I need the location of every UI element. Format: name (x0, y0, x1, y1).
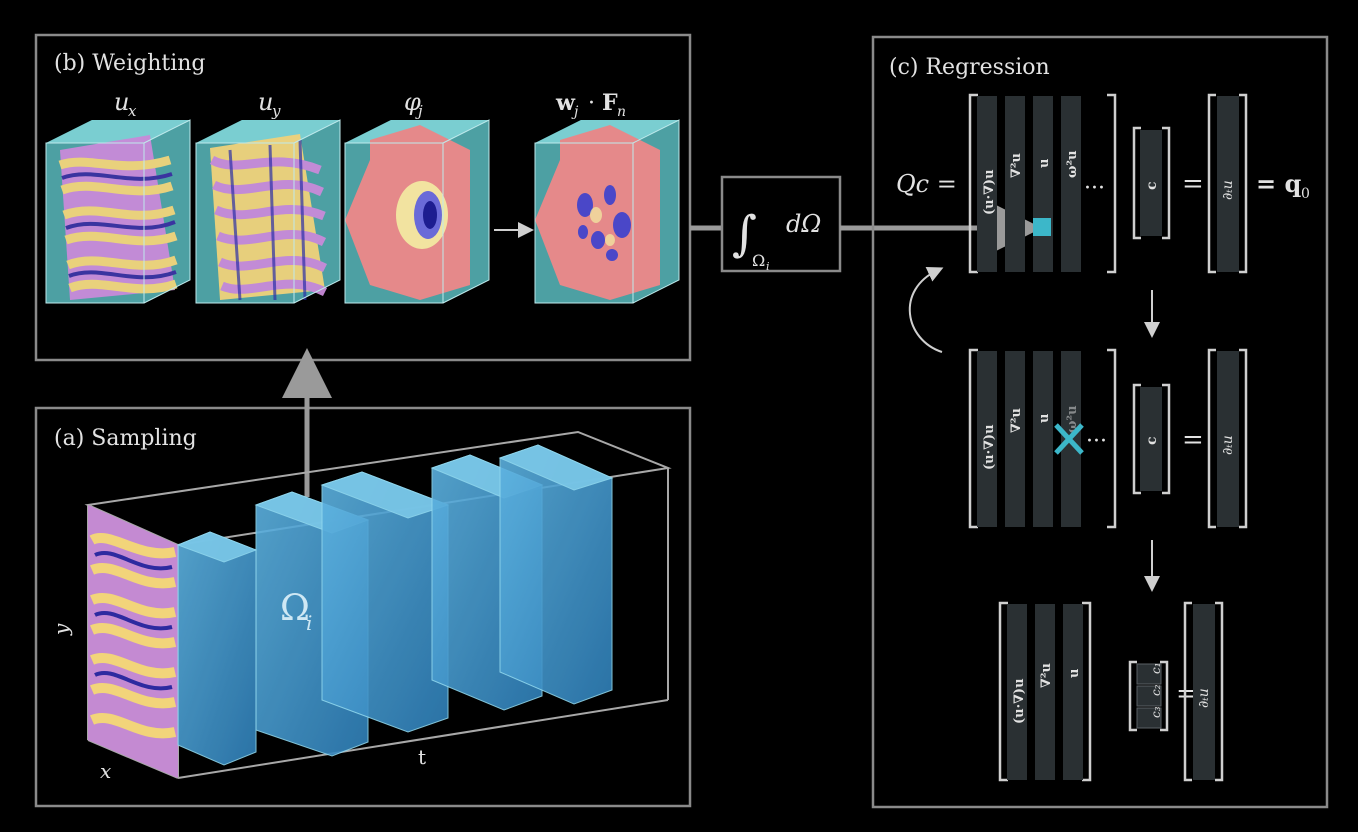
subdomain-block-5 (498, 444, 614, 705)
svg-text:Ω: Ω (280, 588, 310, 629)
regression-panel: (c) Regression Qc = (u·∇)u ∇²u u ω²u ···… (871, 35, 1329, 809)
data-slab (88, 505, 178, 778)
svg-text:∇²u: ∇²u (1039, 663, 1054, 688)
svg-text:(u·∇)u: (u·∇)u (1012, 678, 1027, 724)
label-uy: u y (258, 88, 281, 120)
label-wf: w j · F n (555, 90, 626, 120)
integral-box: ∫ Ω i dΩ (720, 175, 842, 273)
integral-domain-sub: i (766, 260, 770, 273)
svg-text:x: x (128, 102, 137, 120)
cube-phi (344, 119, 490, 304)
svg-text:F: F (602, 90, 618, 116)
coefficient-vector (1140, 130, 1162, 236)
svg-text:=: = (1182, 169, 1204, 199)
svg-text:φ: φ (404, 88, 421, 116)
cube-uy (195, 119, 341, 304)
weighting-title: (b) Weighting (54, 51, 206, 76)
svg-text:u: u (1037, 414, 1052, 423)
cube-ux (45, 119, 191, 304)
subdomain-block-3 (320, 471, 450, 733)
axis-y-label: y (49, 623, 73, 636)
svg-text:0: 0 (1301, 186, 1310, 202)
subdomain-blocks (176, 444, 614, 766)
lhs-label: Qc = (896, 170, 957, 198)
sampling-panel: (a) Sampling (34, 348, 692, 808)
svg-text:i: i (306, 611, 312, 635)
sampling-title: (a) Sampling (54, 426, 197, 451)
integral-domain: Ω (752, 251, 765, 270)
target-vector (1217, 96, 1239, 272)
coefficient-cells: c₁ c₂ c₃ (1136, 662, 1163, 729)
library-column-1 (977, 96, 997, 272)
svg-text:(u·∇)u: (u·∇)u (982, 424, 997, 470)
svg-text:c₃: c₃ (1149, 706, 1163, 718)
svg-text:y: y (271, 102, 281, 120)
svg-text:j: j (415, 102, 423, 120)
subdomain-block-1 (176, 531, 258, 766)
svg-text:c: c (1144, 181, 1160, 190)
svg-text:u: u (114, 88, 129, 116)
label-ux: u x (114, 88, 137, 120)
omega-label: Ω i (280, 588, 312, 635)
svg-text:c₂: c₂ (1149, 684, 1163, 696)
svg-text:=: = (1176, 679, 1198, 709)
svg-text:∂ₜu: ∂ₜu (1196, 688, 1212, 708)
svg-text:∇²u: ∇²u (1009, 408, 1024, 433)
equation-pruning: (u·∇)u ∇²u u ω²u ··· c = ∂ₜu (968, 348, 1248, 529)
svg-text:n: n (617, 104, 626, 120)
ellipsis: ··· (1084, 176, 1105, 201)
library-column-4 (1061, 96, 1081, 272)
weighting-panel: (b) Weighting u x u y φ j w j · F n (34, 33, 692, 362)
library-column-3 (1033, 96, 1053, 272)
weighting-panel-border (34, 33, 692, 362)
svg-text:·: · (588, 91, 595, 116)
svg-text:= q: = q (1256, 169, 1301, 198)
label-phi: φ j (404, 88, 423, 120)
svg-text:j: j (571, 104, 579, 120)
integral-measure: dΩ (786, 210, 821, 238)
svg-text:w: w (555, 90, 576, 116)
svg-text:∂ₜu: ∂ₜu (1220, 180, 1236, 200)
equation-reduced: (u·∇)u ∇²u u c₁ c₂ c₃ = ∂ₜu (998, 601, 1224, 782)
svg-text:u: u (1067, 669, 1082, 678)
integral-symbol: ∫ (732, 206, 757, 262)
axis-t-label: t (418, 745, 426, 769)
highlight-cell (1033, 218, 1051, 236)
q0-label: = q 0 (1256, 169, 1310, 202)
regression-title: (c) Regression (889, 55, 1050, 80)
regression-panel-border (871, 35, 1329, 809)
svg-text:c: c (1144, 436, 1160, 445)
svg-text:ω²u: ω²u (1065, 405, 1080, 433)
cube-product (534, 119, 680, 304)
svg-text:(u·∇)u: (u·∇)u (982, 169, 997, 215)
svg-text:∇²u: ∇²u (1009, 153, 1024, 178)
iteration-loop-arrow (908, 266, 944, 353)
svg-text:c₁: c₁ (1149, 662, 1163, 674)
svg-text:∂ₜu: ∂ₜu (1220, 435, 1236, 455)
svg-text:···: ··· (1086, 429, 1107, 454)
svg-text:ω²u: ω²u (1065, 150, 1080, 178)
svg-text:u: u (1037, 159, 1052, 168)
sampling-panel-border (34, 406, 692, 808)
pruned-term-cross-icon (1054, 423, 1084, 455)
svg-text:=: = (1182, 425, 1204, 455)
svg-text:u: u (258, 88, 273, 116)
axis-x-label: x (100, 759, 111, 783)
library-column-2 (1005, 96, 1025, 272)
equation-full: Qc = (u·∇)u ∇²u u ω²u ··· c = ∂ₜu (896, 93, 1310, 274)
